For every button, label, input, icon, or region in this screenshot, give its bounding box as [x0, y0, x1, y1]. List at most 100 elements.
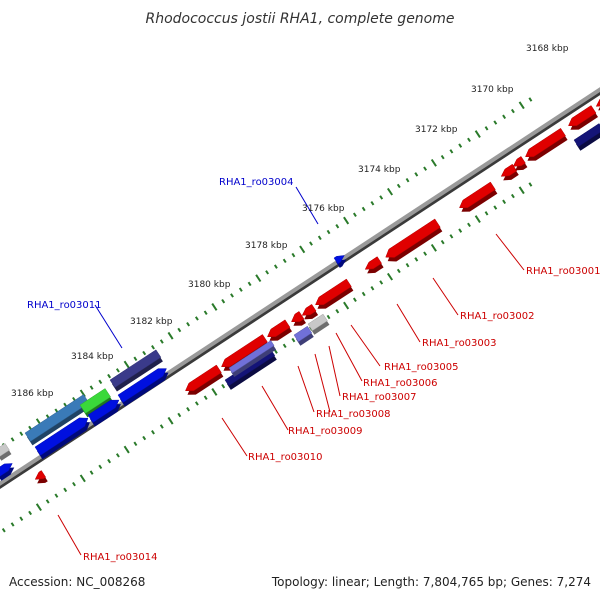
tick-mark — [493, 205, 498, 210]
gene-label: RHA1_ro03004 — [219, 177, 294, 188]
tick-mark — [186, 407, 191, 412]
tick-mark — [194, 401, 199, 406]
tick-mark — [98, 379, 103, 385]
tick-mark — [414, 257, 419, 262]
tick-mark — [396, 183, 401, 189]
tick-mark — [326, 314, 331, 320]
gene-block — [0, 463, 15, 481]
tick-mark — [493, 120, 498, 125]
gene-block — [525, 127, 568, 161]
tick-mark — [528, 97, 533, 102]
gene-label: RHA1_ro03011 — [27, 300, 102, 311]
tick-mark — [430, 158, 437, 167]
gene-block — [117, 368, 169, 407]
gene-block — [315, 278, 354, 309]
tick-mark — [221, 298, 226, 304]
tick-mark — [502, 114, 507, 120]
tick-mark — [89, 470, 94, 475]
tick-mark — [273, 349, 278, 354]
tick-mark — [255, 274, 262, 283]
tick-mark — [107, 373, 112, 379]
gene-block — [385, 218, 443, 262]
tick-mark — [89, 385, 94, 390]
callout-line — [495, 233, 525, 271]
tick-mark — [203, 395, 208, 400]
tick-mark — [291, 337, 296, 343]
tick-mark — [484, 211, 489, 216]
gene-block — [87, 399, 121, 427]
tick-mark — [186, 322, 191, 327]
tick-mark — [352, 297, 357, 302]
tick-mark — [449, 149, 454, 154]
gene-block — [364, 256, 384, 274]
tick-mark — [361, 206, 366, 212]
gene-block — [568, 105, 599, 130]
callout-line — [350, 324, 381, 367]
tick-mark — [326, 229, 331, 235]
axis-label: 3186 kbp — [11, 389, 54, 399]
gene-block — [228, 340, 277, 378]
tick-mark — [167, 331, 174, 340]
gene-block — [109, 349, 163, 392]
tick-mark — [133, 441, 138, 447]
tick-mark — [467, 222, 471, 228]
tick-mark — [317, 235, 322, 241]
callout-line — [261, 385, 289, 431]
callout-line — [396, 303, 421, 343]
callout-line — [221, 417, 248, 457]
callout-line — [94, 304, 123, 349]
tick-mark — [528, 182, 533, 187]
gene-label: RHA1_ro03007 — [342, 392, 417, 403]
callout-line — [295, 186, 319, 225]
tick-mark — [458, 143, 463, 148]
tick-mark — [19, 516, 24, 521]
tick-mark — [405, 262, 410, 268]
axis-label: 3182 kbp — [130, 317, 173, 327]
tick-mark — [386, 187, 394, 196]
tick-mark — [98, 464, 103, 470]
tick-mark — [299, 245, 306, 254]
tick-mark — [343, 301, 350, 310]
tick-mark — [282, 258, 287, 264]
callout-line — [297, 365, 315, 413]
gene-block — [500, 163, 519, 181]
tick-mark — [510, 193, 515, 199]
tick-mark — [107, 458, 112, 464]
axis-label: 3168 kbp — [526, 44, 569, 54]
tick-mark — [414, 172, 419, 177]
gene-label: RHA1_ro03001 — [526, 266, 600, 277]
tick-mark — [177, 327, 182, 333]
tick-mark — [79, 474, 86, 483]
gene-block — [301, 303, 319, 320]
axis-label: 3184 kbp — [71, 352, 114, 362]
tick-mark — [379, 195, 384, 200]
tick-mark — [474, 215, 481, 223]
gene-label: RHA1_ro03008 — [316, 409, 391, 420]
tick-mark — [159, 339, 164, 344]
tick-mark — [379, 280, 384, 285]
tick-mark — [518, 186, 525, 195]
tick-mark — [484, 126, 489, 131]
gene-block — [595, 98, 600, 111]
tick-mark — [211, 388, 218, 396]
gene-features — [0, 98, 600, 484]
tick-mark — [343, 216, 350, 225]
gene-label: RHA1_ro03005 — [384, 362, 459, 373]
tick-mark — [467, 137, 471, 143]
tick-mark — [474, 130, 481, 138]
gene-block — [267, 319, 293, 341]
callout-lines — [57, 186, 525, 556]
axis-label: 3174 kbp — [358, 165, 401, 175]
gene-block — [293, 325, 314, 346]
tick-mark — [335, 309, 340, 314]
gene-label: RHA1_ro03010 — [248, 452, 323, 463]
callout-line — [328, 345, 341, 397]
tick-mark — [167, 416, 174, 425]
tick-mark — [458, 228, 463, 233]
callout-line — [335, 332, 363, 382]
tick-mark — [502, 199, 507, 205]
genome-summary: Topology: linear; Length: 7,804,765 bp; … — [271, 575, 591, 589]
gene-block — [34, 470, 48, 484]
